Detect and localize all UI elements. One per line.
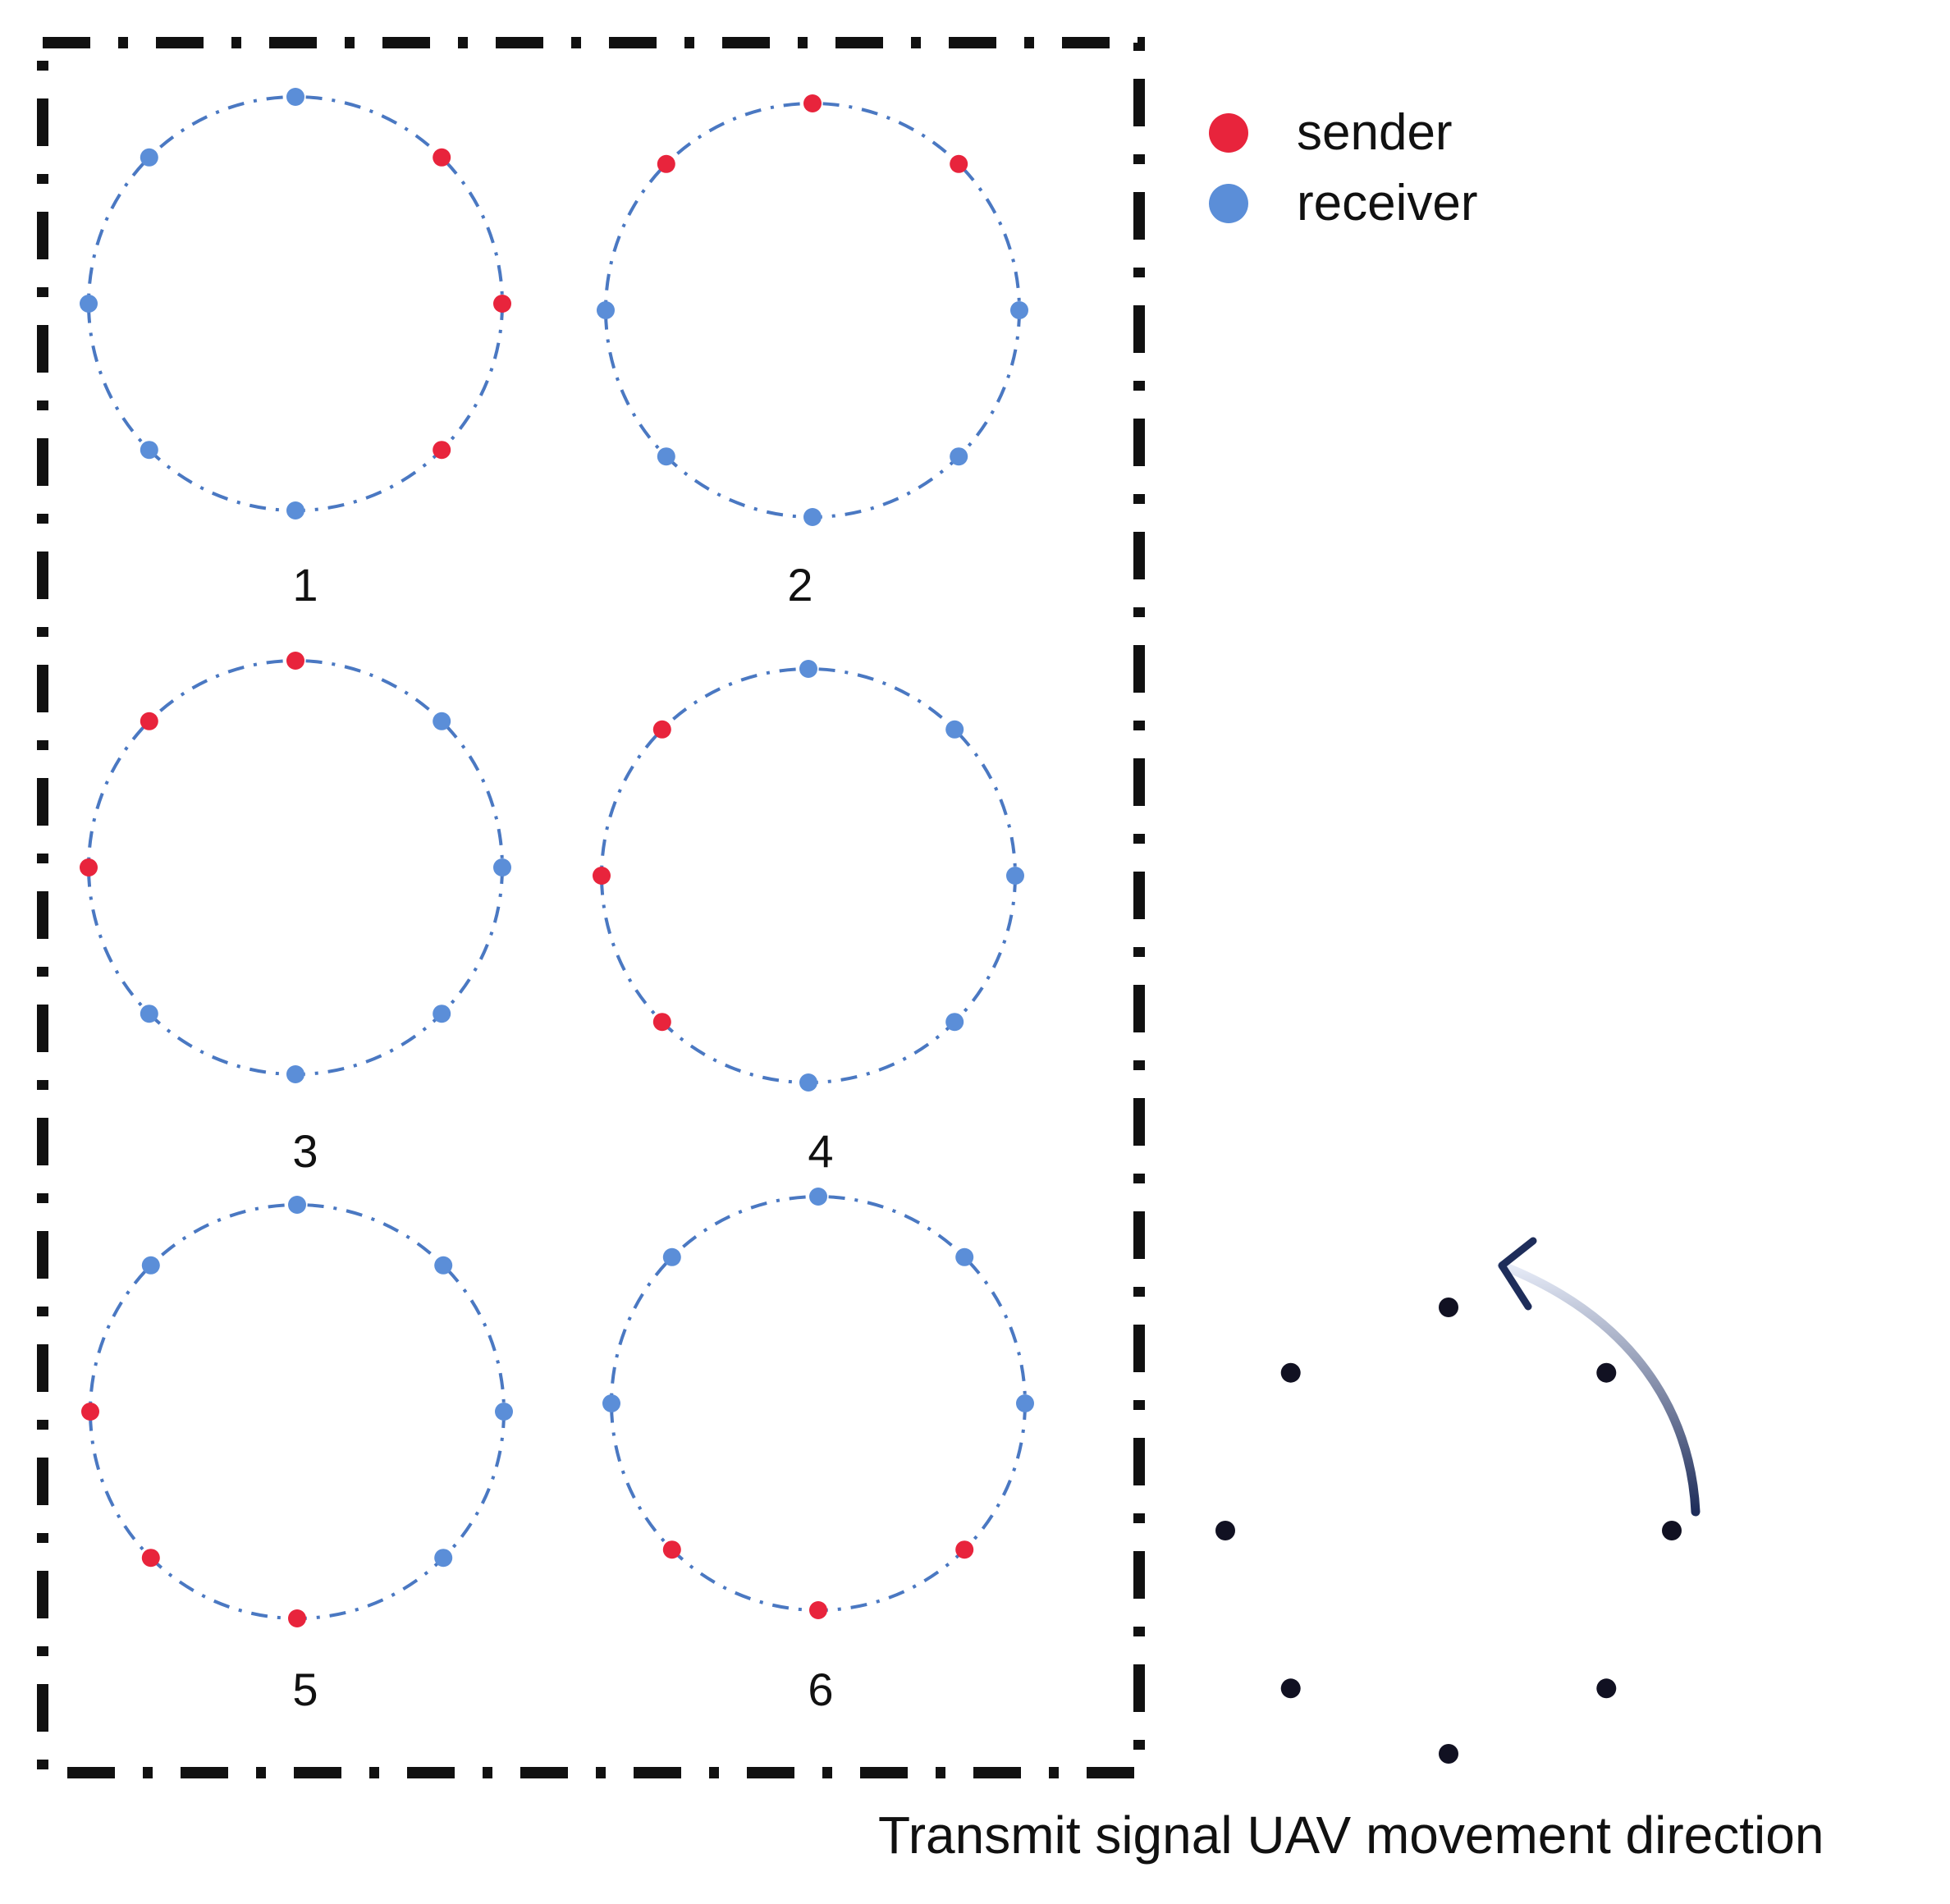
- panel-6: 6: [602, 1188, 1034, 1715]
- sender-node: [288, 1609, 306, 1627]
- panel-label: 3: [292, 1125, 318, 1177]
- movement-arrow-head: [1498, 1237, 1537, 1311]
- legend-sender-marker: [1209, 113, 1248, 153]
- legend: sender receiver: [1209, 104, 1478, 231]
- legend-sender-label: sender: [1297, 104, 1453, 161]
- panels-frame: [37, 37, 1145, 1778]
- receiver-node: [140, 441, 158, 460]
- panel-label: 4: [808, 1125, 833, 1177]
- sender-node: [286, 652, 304, 670]
- receiver-node: [945, 1013, 964, 1032]
- legend-receiver-label: receiver: [1297, 175, 1478, 231]
- panel-label: 1: [292, 559, 318, 611]
- uav-dot: [1662, 1521, 1682, 1540]
- sender-node: [657, 154, 675, 173]
- receiver-node: [799, 1073, 817, 1092]
- receiver-node: [140, 1005, 158, 1023]
- receiver-node: [1006, 867, 1024, 885]
- uav-dot: [1439, 1744, 1458, 1764]
- receiver-node: [955, 1247, 974, 1266]
- sender-node: [493, 295, 511, 313]
- sender-node: [140, 712, 158, 730]
- sender-node: [662, 1540, 681, 1559]
- uav-dot: [1596, 1362, 1617, 1383]
- panel-label: 6: [808, 1664, 833, 1715]
- sender-node: [955, 1540, 974, 1559]
- uav-dot: [1596, 1678, 1617, 1699]
- sender-node: [80, 858, 98, 876]
- sender-node: [950, 154, 968, 173]
- receiver-node: [662, 1247, 681, 1266]
- receiver-node: [950, 447, 968, 466]
- movement-arrow: [1497, 1237, 1701, 1517]
- receiver-node: [80, 295, 98, 313]
- receiver-node: [434, 1256, 453, 1275]
- receiver-node: [602, 1394, 620, 1412]
- receiver-node: [809, 1188, 827, 1206]
- sender-node: [652, 1013, 671, 1032]
- uav-dot: [1280, 1678, 1301, 1699]
- sender-node: [652, 720, 671, 739]
- sender-node: [141, 1549, 160, 1568]
- receiver-node: [286, 501, 304, 519]
- receiver-node: [799, 660, 817, 678]
- receiver-node: [286, 1065, 304, 1083]
- receiver-node: [141, 1256, 160, 1275]
- receiver-node: [140, 148, 158, 167]
- sender-node: [433, 148, 451, 167]
- receiver-node: [286, 88, 304, 106]
- panel-label: 5: [292, 1664, 318, 1715]
- uav-dot: [1439, 1298, 1458, 1317]
- receiver-node: [597, 301, 615, 319]
- panel-4: 4: [593, 660, 1024, 1177]
- receiver-node: [495, 1403, 513, 1421]
- panel-2: 2: [597, 94, 1028, 611]
- receiver-node: [433, 712, 451, 730]
- caption: Transmit signal UAV movement direction: [878, 1806, 1824, 1865]
- panel-label: 2: [787, 559, 812, 611]
- receiver-node: [1010, 301, 1028, 319]
- sender-node: [803, 94, 822, 112]
- receiver-node: [434, 1549, 453, 1568]
- receiver-node: [1016, 1394, 1034, 1412]
- uav-formation: [1215, 1298, 1682, 1764]
- uav-dot: [1215, 1521, 1235, 1540]
- receiver-node: [493, 858, 511, 876]
- panel-1: 1: [80, 88, 511, 611]
- sender-node: [593, 867, 611, 885]
- panels-group: 1 2 3 4 5 6: [80, 88, 1034, 1715]
- sender-node: [433, 441, 451, 460]
- movement-arrow-shaft: [1497, 1261, 1701, 1517]
- legend-receiver-marker: [1209, 184, 1248, 223]
- sender-node: [81, 1403, 99, 1421]
- receiver-node: [433, 1005, 451, 1023]
- sender-node: [809, 1601, 827, 1619]
- panel-5: 5: [81, 1196, 513, 1715]
- receiver-node: [288, 1196, 306, 1214]
- panel-3: 3: [80, 652, 511, 1177]
- receiver-node: [803, 508, 822, 526]
- uav-dot: [1280, 1362, 1301, 1383]
- receiver-node: [657, 447, 675, 466]
- receiver-node: [945, 720, 964, 739]
